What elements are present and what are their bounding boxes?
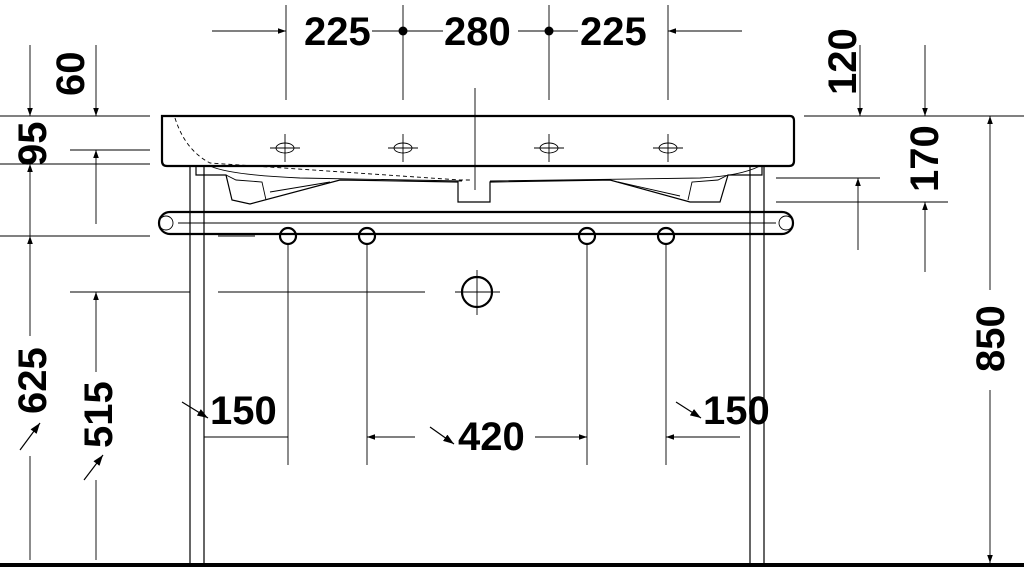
tap-hole-1	[270, 134, 300, 162]
basin	[160, 114, 796, 205]
extension-lines	[0, 5, 1024, 465]
bottom-dim-420: 420	[458, 415, 525, 459]
top-dim-right: 225	[580, 10, 647, 54]
bottom-leader-arrows	[181, 401, 702, 445]
left-dim-60: 60	[49, 52, 93, 97]
right-dim-170: 170	[903, 125, 947, 192]
outlet-4	[656, 226, 676, 246]
tap-hole-3	[534, 134, 564, 162]
tap-hole-4	[653, 134, 683, 162]
right-dim-850: 850	[969, 305, 1013, 372]
left-leader-arrows	[19, 422, 104, 481]
pipe-outlets	[278, 226, 676, 315]
outlet-1	[278, 226, 298, 246]
tap-hole-marks	[270, 134, 683, 162]
top-dim-left: 225	[304, 10, 371, 54]
top-dim-dot-left	[398, 26, 408, 36]
bottom-dim-left-150: 150	[210, 389, 277, 433]
right-dim-120: 120	[821, 28, 865, 95]
left-dimension-lines	[27, 45, 99, 560]
outlet-2	[357, 226, 377, 246]
left-dim-515: 515	[77, 381, 121, 448]
top-dimension-lines	[212, 26, 742, 36]
top-dim-dot-right	[544, 26, 554, 36]
tap-hole-2	[388, 134, 418, 162]
left-dim-95: 95	[11, 122, 55, 167]
towel-rail	[157, 210, 795, 236]
left-dim-625: 625	[11, 347, 55, 414]
right-dimension-lines	[855, 45, 993, 563]
legs	[189, 165, 765, 565]
bottom-dim-right-150: 150	[703, 389, 770, 433]
outlet-3	[577, 226, 597, 246]
top-dim-center: 280	[444, 10, 511, 54]
